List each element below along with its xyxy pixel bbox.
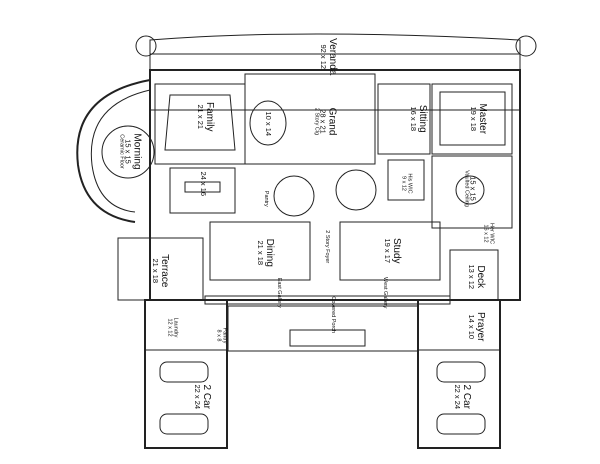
grand-label: Grand 28 x 21 2 Story Clg xyxy=(314,107,338,136)
laundry-label: Laundry 12 x 12 xyxy=(167,317,179,338)
morning-arc xyxy=(76,79,151,223)
deck-label: Deck 13 x 12 xyxy=(466,264,486,290)
foyer-label: 2 Story Foyer xyxy=(323,230,330,264)
veranda-label: Veranda 92 x 12 xyxy=(318,38,338,76)
morning-label: Morning 15 x 15 Ceramic Floor xyxy=(119,133,143,170)
dining-label: Dining 21 x 18 xyxy=(255,238,275,267)
main-house-outline xyxy=(149,69,521,301)
covered-porch-label: Covered Porch xyxy=(329,296,336,334)
family-label: Family 21 x 21 xyxy=(195,102,215,132)
stair-left xyxy=(273,175,315,217)
kitchen-label: 24 x 16 xyxy=(198,171,208,197)
morning-room xyxy=(101,125,155,179)
grand-room xyxy=(244,73,376,165)
car-right-1 xyxy=(436,361,486,383)
left-garage-wing xyxy=(144,299,228,449)
car-left-1 xyxy=(159,361,209,383)
dining-room xyxy=(209,221,311,281)
car-left-2 xyxy=(159,413,209,435)
right-garage-wing xyxy=(417,299,501,449)
veranda-stair-left xyxy=(135,35,157,57)
bath-label: 15 x 15 Vaulted Ceiling xyxy=(464,170,478,207)
study-label: Study 19 x 17 xyxy=(382,237,402,264)
master-label: Master 19 x 18 xyxy=(468,103,488,135)
his-wic xyxy=(387,159,425,201)
prayer-label: Prayer 14 x 10 xyxy=(466,312,486,342)
east-gallery-label: East Gallery xyxy=(275,277,282,308)
study-room xyxy=(339,221,441,281)
master-bath xyxy=(431,155,513,229)
terrace-label: Terrace 21 x 18 xyxy=(150,254,170,288)
pantry-label: Pantry xyxy=(262,190,269,207)
veranda-stair-right xyxy=(515,35,537,57)
wine-label: 10 x 14 xyxy=(263,111,273,137)
pantry2-label: Pantry 8 x 8 xyxy=(216,327,228,344)
wine-room xyxy=(249,100,287,146)
west-gallery-label: West Gallery xyxy=(381,277,388,309)
kitchen xyxy=(169,167,236,214)
stair-right xyxy=(335,169,377,211)
garage-right-label: 2 Car 22 x 24 xyxy=(452,384,472,410)
her-wic-label: Her WIC 16 x 12 xyxy=(483,222,495,245)
veranda-outline xyxy=(149,33,521,111)
covered-porch xyxy=(227,305,419,352)
garage-left-label: 2 Car 22 x 24 xyxy=(192,384,212,410)
sitting-room xyxy=(377,83,431,155)
sitting-label: Sitting 16 x 18 xyxy=(408,104,428,133)
his-wic-label: His WIC 9 x 12 xyxy=(401,173,413,194)
car-right-2 xyxy=(436,413,486,435)
master-room xyxy=(431,83,513,155)
